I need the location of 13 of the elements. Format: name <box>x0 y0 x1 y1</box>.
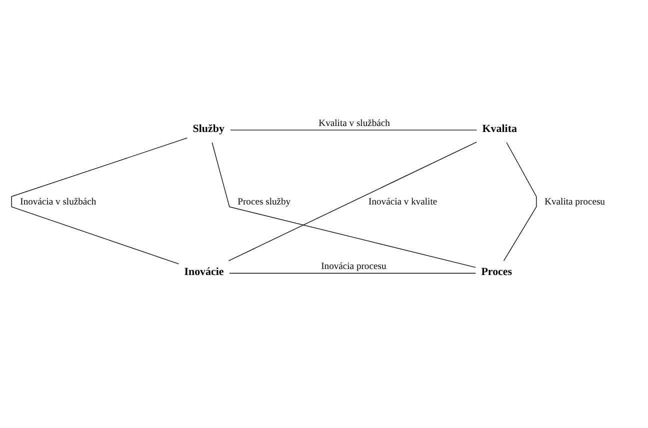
edge-label: Inovácia procesu <box>321 260 386 272</box>
edge-label: Inovácia v kvalite <box>368 196 438 208</box>
connector <box>229 272 476 274</box>
node-text: Proces <box>481 266 512 278</box>
edge-label: Inovácia v službách <box>20 196 96 208</box>
node-text: Kvalita <box>482 122 517 135</box>
connector <box>503 142 537 262</box>
node-text: Inovácie <box>184 266 224 278</box>
edge-label: Proces služby <box>238 196 291 208</box>
connector <box>11 138 188 264</box>
edge-label: Kvalita procesu <box>544 196 605 208</box>
node-text: Služby <box>192 122 224 135</box>
edge-label: Kvalita v službách <box>318 118 390 129</box>
